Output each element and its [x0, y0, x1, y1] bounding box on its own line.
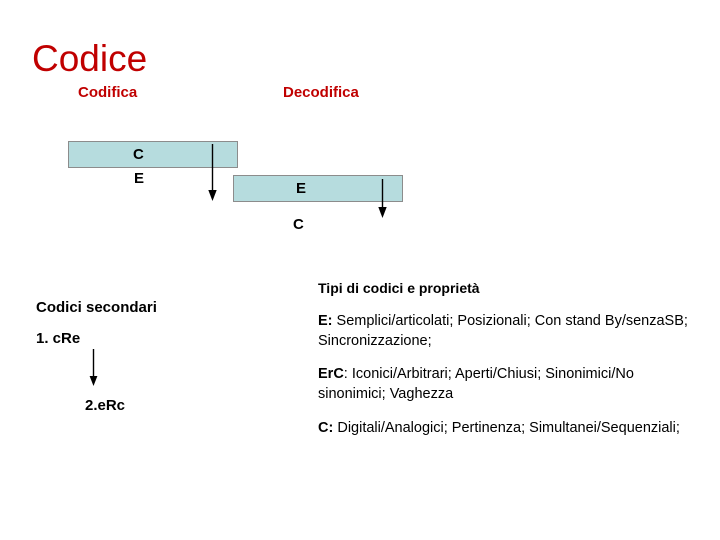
codici-secondari-item-2: 2.eRc: [85, 397, 126, 414]
properties-block: Tipi di codici e proprietà E: Semplici/a…: [318, 280, 690, 438]
property-key: E:: [318, 312, 333, 329]
property-text: Digitali/Analogici; Pertinenza; Simultan…: [333, 419, 680, 436]
encode-box-letter: C: [133, 146, 144, 163]
encode-box-output-letter: E: [134, 170, 145, 187]
property-text: Semplici/articolati; Posizionali; Con st…: [318, 312, 688, 349]
codici-secondari-heading: Codici secondari: [36, 299, 157, 316]
label-decodifica: Decodifica: [283, 84, 359, 101]
property-item: E: Semplici/articolati; Posizionali; Con…: [318, 311, 690, 352]
down-arrow-icon: [208, 144, 217, 201]
properties-heading: Tipi di codici e proprietà: [318, 280, 480, 296]
property-item: C: Digitali/Analogici; Pertinenza; Simul…: [318, 418, 690, 438]
page-title: Codice: [32, 38, 148, 79]
encode-box: [68, 141, 238, 168]
decode-box: [233, 175, 403, 202]
property-item: ErC: Iconici/Arbitrari; Aperti/Chiusi; S…: [318, 364, 690, 405]
down-arrow-icon: [89, 349, 98, 386]
decode-box-output-letter: C: [293, 216, 304, 233]
label-codifica: Codifica: [78, 84, 138, 101]
decode-box-letter: E: [296, 180, 307, 197]
property-key: C:: [318, 419, 334, 436]
property-key: ErC: [318, 366, 344, 383]
down-arrow-icon: [378, 179, 387, 218]
property-text: : Iconici/Arbitrari; Aperti/Chiusi; Sino…: [318, 366, 634, 403]
codici-secondari-item-1: 1. cRe: [36, 330, 81, 347]
